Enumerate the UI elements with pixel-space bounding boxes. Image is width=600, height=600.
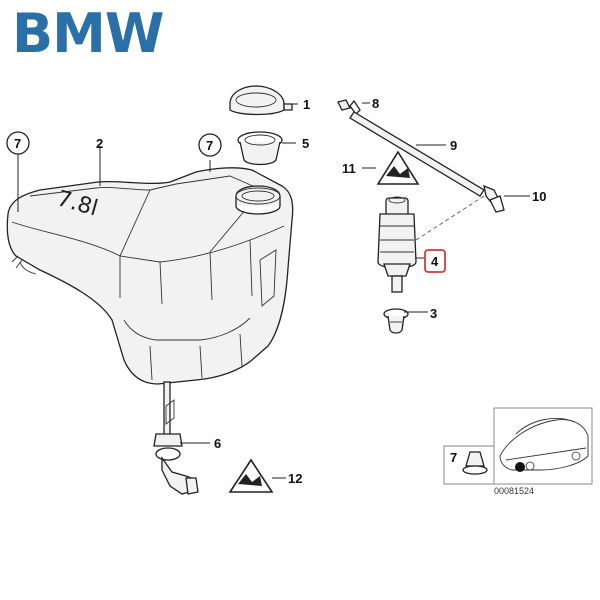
location-marker [515,462,525,472]
callout-10: 10 [532,189,546,204]
hazard-triangle-icon [228,458,274,493]
selected-part-highlight [424,249,446,273]
callout-1: 1 [303,97,310,112]
callout-7: 7 [14,136,21,151]
hazard-triangle-icon [376,150,420,185]
callout-5: 5 [302,136,309,151]
washer-fluid-reservoir: 7.8l [6,167,294,385]
callout-7: 7 [450,450,457,465]
washer-pump [377,195,485,293]
callout-circle [6,131,30,155]
callout-12: 12 [288,471,302,486]
callout-circle [198,133,222,157]
callout-2: 2 [96,136,103,151]
callout-11: 11 [342,161,356,176]
callout-4: 4 [431,254,439,269]
reservoir-cap [229,85,293,116]
washer-hose [337,99,505,213]
callout-3: 3 [430,306,437,321]
callout-7: 7 [206,138,213,153]
filler-adapter-ring [237,131,283,166]
drawing-code: 00081524 [494,486,534,496]
location-inset: 7 00081524 [443,407,593,496]
brand-logo: BMW [12,2,164,65]
fluid-level-sensor [153,381,199,495]
callout-9: 9 [450,138,457,153]
callout-6: 6 [214,436,221,451]
pump-grommet [383,308,409,334]
callout-8: 8 [372,96,379,111]
